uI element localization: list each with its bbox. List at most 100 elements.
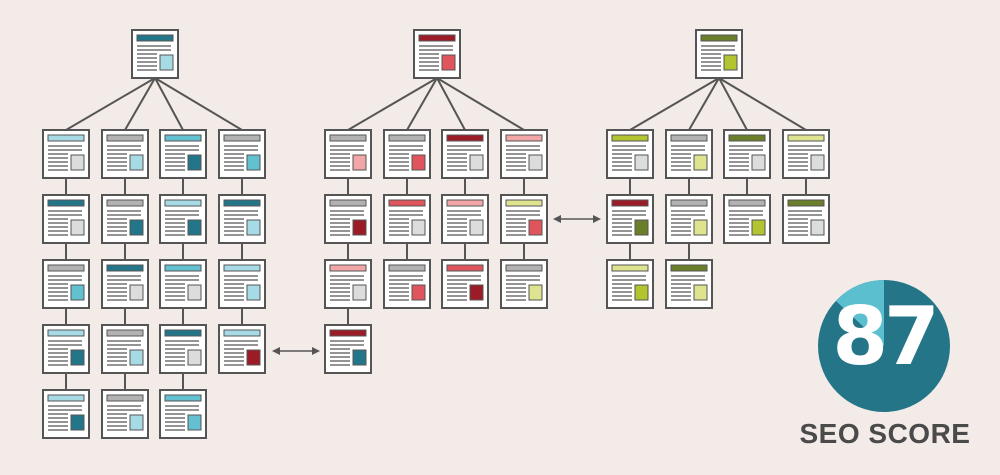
page-header-bar (388, 134, 426, 142)
page-image-block (70, 219, 85, 236)
page-header-bar (787, 199, 825, 207)
page-image-block (411, 154, 426, 171)
child-page (441, 259, 489, 309)
page-header-bar (446, 264, 484, 272)
page-image-block (810, 154, 825, 171)
child-page (218, 259, 266, 309)
score-remaining-wedge (835, 280, 884, 346)
child-page (441, 194, 489, 244)
child-page (324, 259, 372, 309)
page-header-bar (388, 264, 426, 272)
page-image-block (129, 414, 144, 431)
arrow-head-right (312, 347, 320, 355)
page-header-bar (47, 394, 85, 402)
child-page (159, 129, 207, 179)
child-page (159, 194, 207, 244)
page-image-block (528, 219, 543, 236)
site-tree-olive-site (606, 77, 830, 309)
page-image-block (411, 284, 426, 301)
page-image-block (352, 284, 367, 301)
child-page (324, 324, 372, 374)
page-header-bar (728, 134, 766, 142)
page-image-block (810, 219, 825, 236)
root-page (695, 29, 743, 79)
page-header-bar (611, 134, 649, 142)
arrow-head-right (593, 215, 601, 223)
page-header-bar (47, 264, 85, 272)
page-header-bar (47, 134, 85, 142)
tree-connector (124, 77, 156, 131)
page-image-block (187, 349, 202, 366)
page-header-bar (670, 264, 708, 272)
page-header-bar (505, 264, 543, 272)
tree-connector (154, 77, 243, 131)
child-page (383, 194, 431, 244)
page-image-block (441, 54, 456, 71)
child-page (383, 259, 431, 309)
page-header-bar (47, 199, 85, 207)
tree-connector (65, 77, 156, 131)
child-page (665, 129, 713, 179)
page-image-block (352, 219, 367, 236)
page-header-bar (164, 199, 202, 207)
page-header-bar (329, 329, 367, 337)
page-image-block (352, 349, 367, 366)
page-header-bar (106, 329, 144, 337)
page-image-block (693, 284, 708, 301)
page-image-block (187, 219, 202, 236)
page-header-bar (164, 264, 202, 272)
page-header-bar (611, 264, 649, 272)
page-image-block (634, 219, 649, 236)
page-image-block (70, 284, 85, 301)
page-header-bar (329, 134, 367, 142)
page-header-bar (47, 329, 85, 337)
child-page (606, 129, 654, 179)
tree-connector (347, 77, 438, 131)
seo-score-value: 87 (832, 290, 939, 383)
child-page (500, 194, 548, 244)
child-page (159, 259, 207, 309)
page-header-bar (164, 394, 202, 402)
child-page (324, 129, 372, 179)
page-image-block (187, 414, 202, 431)
page-header-bar (787, 134, 825, 142)
page-image-block (70, 414, 85, 431)
page-image-block (129, 154, 144, 171)
page-image-block (70, 154, 85, 171)
page-image-block (187, 154, 202, 171)
page-image-block (129, 284, 144, 301)
child-page (218, 194, 266, 244)
page-image-block (246, 284, 261, 301)
page-image-block (246, 349, 261, 366)
page-header-bar (136, 34, 174, 42)
page-header-bar (223, 329, 261, 337)
child-page (723, 194, 771, 244)
child-page (42, 259, 90, 309)
child-page (159, 389, 207, 439)
child-page (782, 129, 830, 179)
child-page (218, 324, 266, 374)
page-header-bar (505, 134, 543, 142)
page-image-block (693, 154, 708, 171)
page-header-bar (670, 199, 708, 207)
tree-connector (629, 77, 720, 131)
arrow-head-left (553, 215, 561, 223)
page-image-block (751, 154, 766, 171)
page-image-block (469, 219, 484, 236)
site-tree-teal-site (42, 77, 266, 439)
site-tree-red-site (324, 77, 548, 374)
page-header-bar (106, 264, 144, 272)
page-image-block (634, 284, 649, 301)
child-page (324, 194, 372, 244)
child-page (159, 324, 207, 374)
tree-connector (436, 77, 525, 131)
page-header-bar (700, 34, 738, 42)
page-image-block (129, 349, 144, 366)
tree-connector (718, 77, 807, 131)
page-header-bar (223, 134, 261, 142)
page-image-block (129, 219, 144, 236)
tree-connector (406, 77, 438, 131)
child-page (782, 194, 830, 244)
